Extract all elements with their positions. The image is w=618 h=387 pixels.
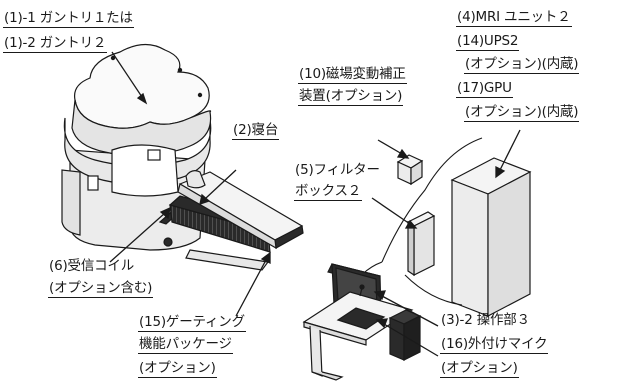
gpu-label-line2: (オプション)(内蔵): [464, 104, 580, 122]
couch-label: (2)寝台: [232, 122, 280, 140]
console-desk-drawing: [302, 263, 422, 381]
mri-unit-label: (4)MRI ユニット２: [456, 9, 572, 27]
coil-label-line2: (オプション含む): [48, 280, 154, 298]
field-correction-box-drawing: [396, 154, 424, 186]
gating-label-line3: (オプション): [138, 360, 217, 378]
gating-label-line2: 機能パッケージ: [138, 336, 233, 354]
gantry-label-line2: (1)-2 ガントリ２: [3, 35, 108, 53]
microphone-label-line2: (オプション): [440, 360, 519, 378]
coil-label-line1: (6)受信コイル: [49, 258, 135, 274]
field-correction-label-line2: 装置(オプション): [298, 88, 404, 106]
filter-box-label-line2: ボックス２: [294, 183, 363, 201]
field-correction-label-line1: (10)磁場変動補正: [298, 66, 407, 84]
gantry-label-line1: (1)-1 ガントリ１たは: [3, 10, 134, 28]
couch-drawing: [168, 170, 304, 271]
gating-label-line1: (15)ゲーティング: [138, 314, 246, 332]
filter-box-label-line1: (5)フィルター: [295, 162, 380, 178]
ups-label-line1: (14)UPS2: [456, 33, 520, 51]
console-label: (3)-2 操作部３: [441, 312, 530, 328]
microphone-label-line1: (16)外付けマイク: [440, 336, 549, 354]
mri-unit-cabinet-drawing: [450, 157, 532, 317]
gpu-label-line1: (17)GPU: [456, 80, 513, 98]
filter-box-drawing: [406, 211, 436, 277]
ups-label-line2: (オプション)(内蔵): [464, 56, 580, 74]
leader-lines: [109, 51, 521, 357]
